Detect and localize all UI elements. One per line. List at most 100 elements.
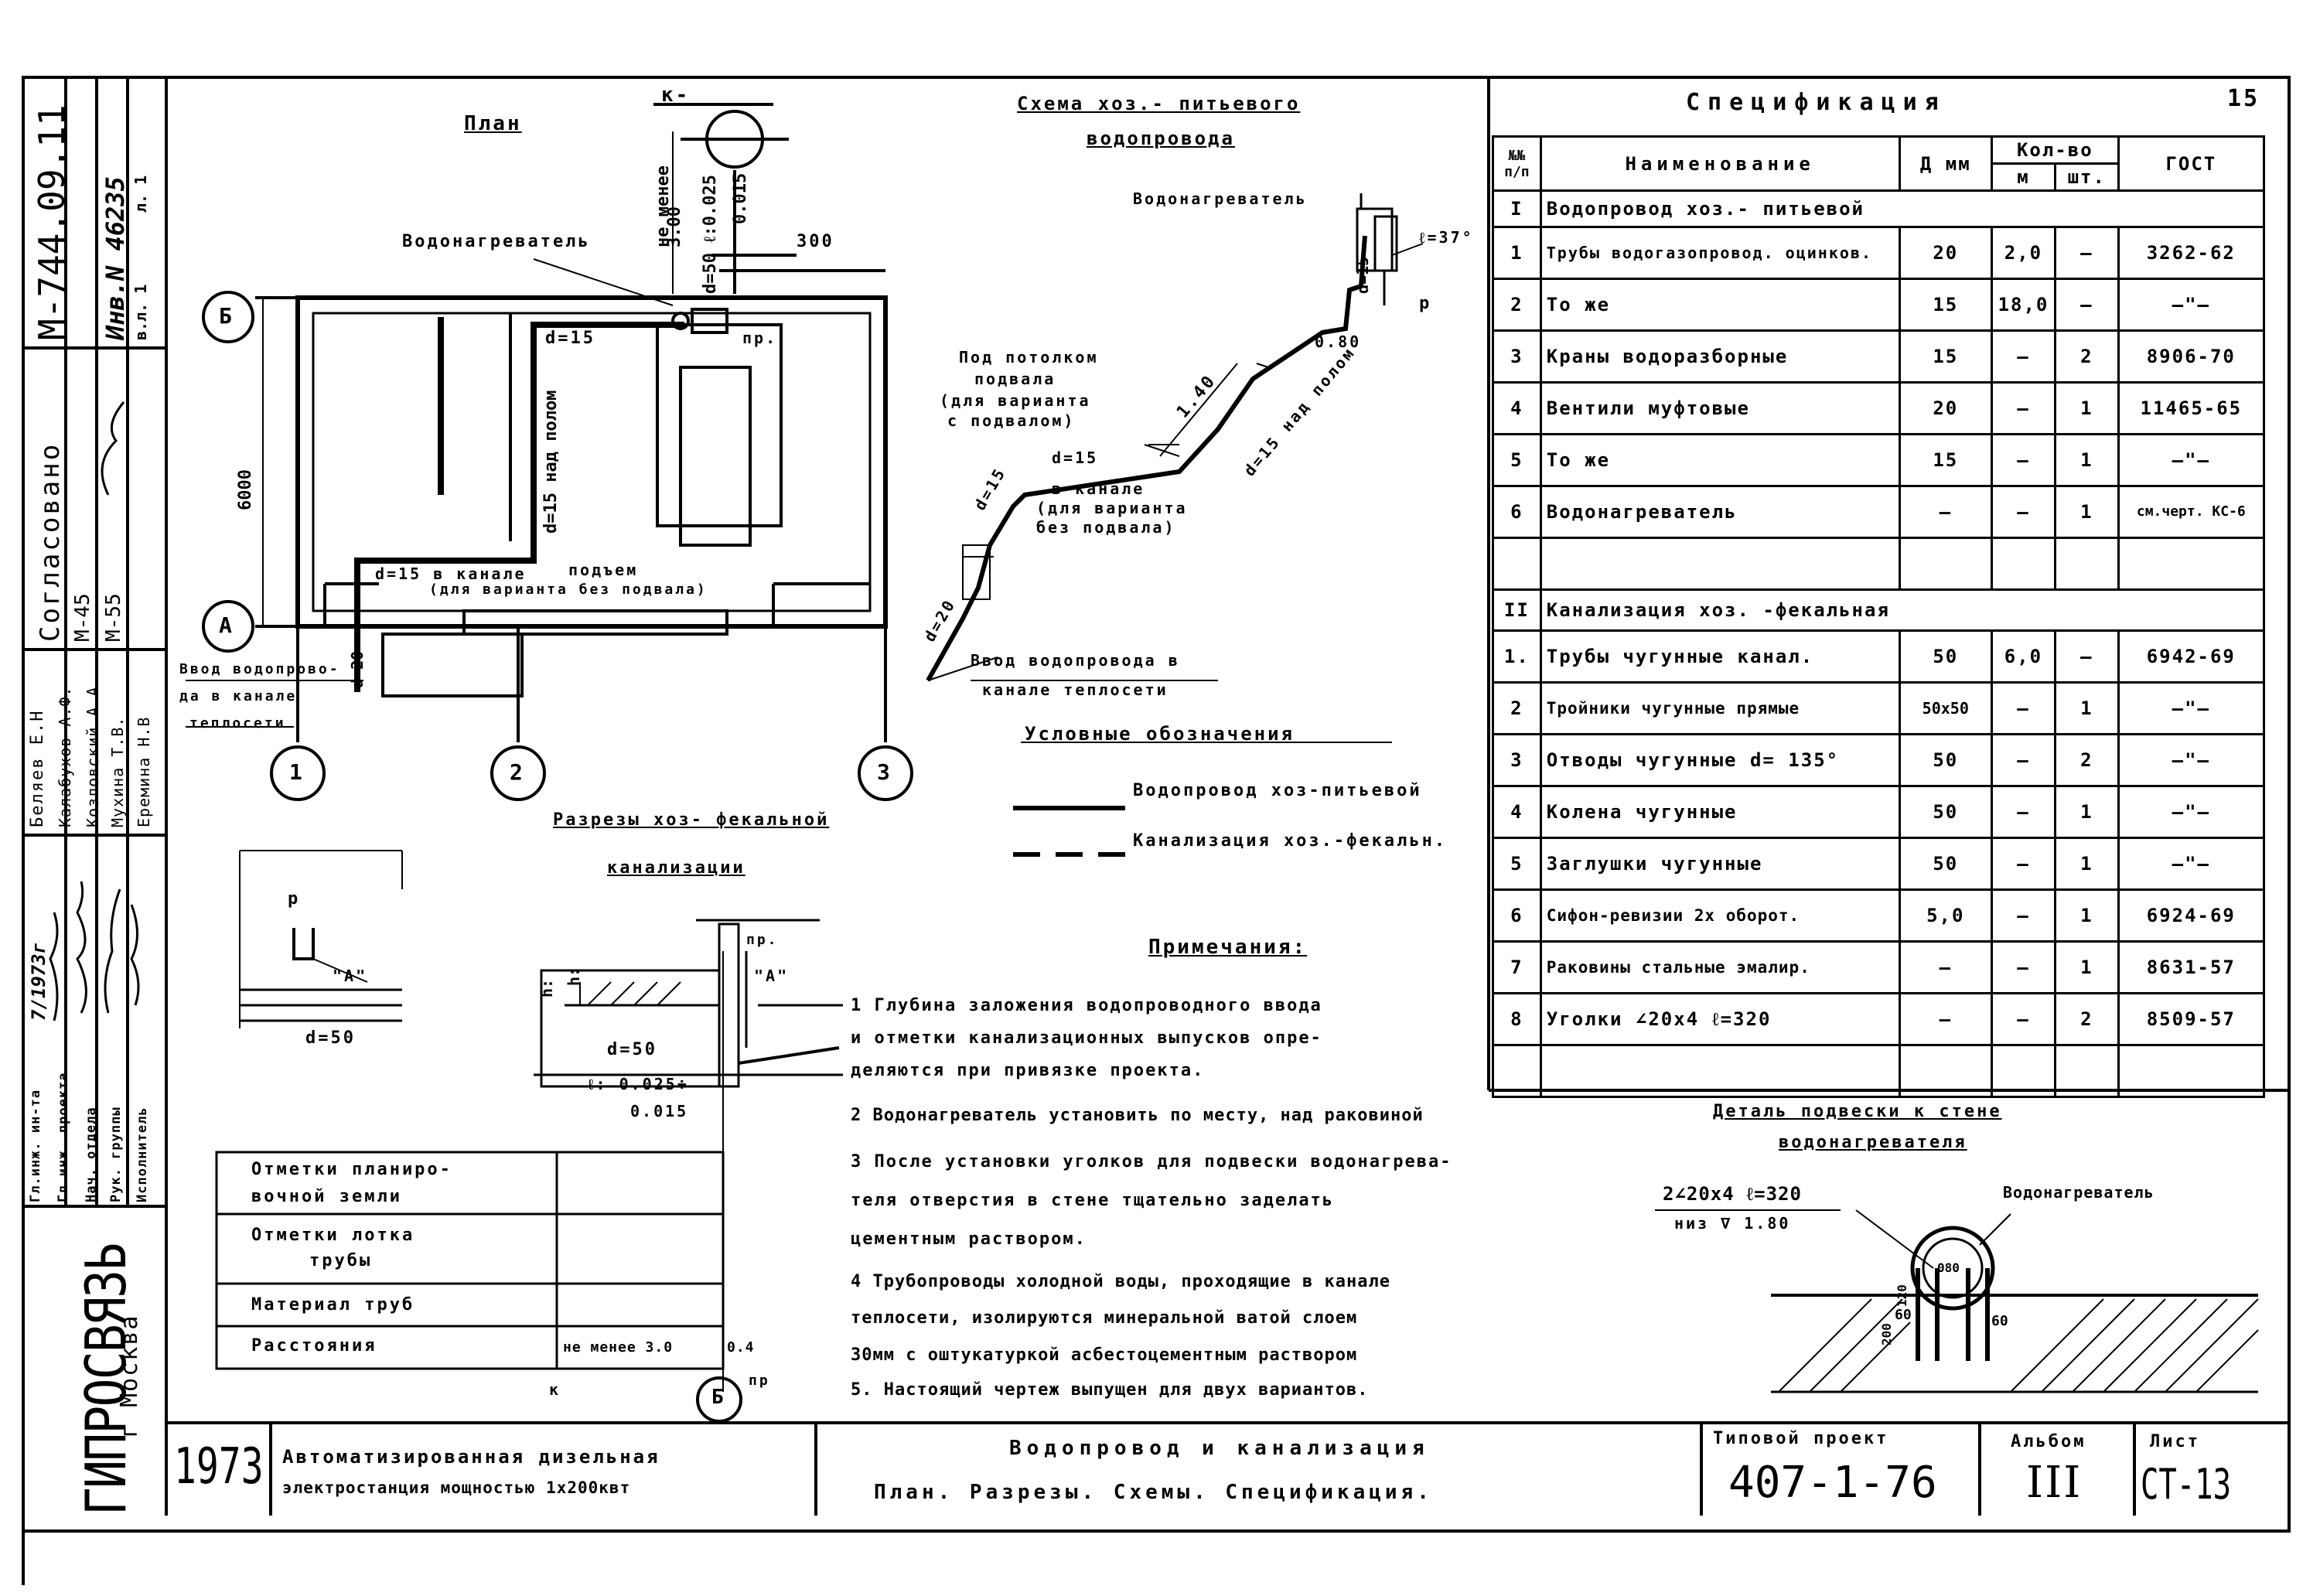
titleblock-sheet-title-1: Водопровод и канализация bbox=[1009, 1437, 1430, 1460]
spec-section-title: Канализация хоз. -фекальная bbox=[1539, 588, 2266, 632]
spec-cell-d: — bbox=[1898, 940, 1993, 994]
spec-cell-gost: см.черт. КС-6 bbox=[2117, 485, 2266, 539]
detail-d080: 080 bbox=[1937, 1260, 1960, 1275]
spec-cell-m: — bbox=[1990, 433, 2056, 487]
table-row: 5 Заглушки чугунные 50 — 1 —"— bbox=[1492, 837, 2266, 891]
spec-head-gost: ГОСТ bbox=[2117, 135, 2266, 192]
table-row: 4 Вентили муфтовые 20 — 1 11465-65 bbox=[1492, 381, 2266, 435]
spec-cell-gost: 6924-69 bbox=[2117, 888, 2266, 943]
spec-cell-gost: —"— bbox=[2117, 433, 2266, 487]
plan-heater-label: Водонагреватель bbox=[402, 232, 591, 251]
spec-cell-gost: 8509-57 bbox=[2117, 992, 2266, 1046]
spec-cell-name: Трубы водогазопровод. оцинков. bbox=[1539, 226, 1901, 280]
note-line: 2 Водонагреватель установить по месту, н… bbox=[851, 1106, 1424, 1125]
spec-empty-cell bbox=[2053, 537, 2120, 591]
sidebar-person: Еремина Н.В bbox=[135, 716, 153, 827]
sidebar-inv: Инв.N 46235 bbox=[101, 176, 130, 340]
sidebar-v: в.л. 1 bbox=[131, 284, 150, 340]
spec-cell-gost: 11465-65 bbox=[2117, 381, 2266, 435]
section-d50a: d=50 bbox=[305, 1028, 356, 1048]
sidebar-m45: М-45 bbox=[71, 593, 94, 642]
spec-title: Спецификация bbox=[1686, 89, 1946, 116]
spec-cell-pcs: 1 bbox=[2053, 433, 2120, 487]
note-line: 5. Настоящий чертеж выпущен для двух вар… bbox=[851, 1380, 1369, 1400]
axis-b: Б bbox=[219, 303, 234, 329]
spec-cell-pcs: 1 bbox=[2053, 940, 2120, 994]
spec-cell-d: 15 bbox=[1898, 278, 1993, 332]
spec-cell-name: Раковины стальные эмалир. bbox=[1539, 940, 1901, 994]
table-row: 6 Водонагреватель — — 1 см.черт. КС-6 bbox=[1492, 485, 2266, 539]
table-row: 1. Трубы чугунные канал. 50 6,0 — 6942-6… bbox=[1492, 629, 2266, 684]
spec-cell-d: 50 bbox=[1898, 629, 1993, 684]
spec-cell-name: Трубы чугунные канал. bbox=[1539, 629, 1901, 684]
spec-cell-n: 3 bbox=[1492, 733, 1542, 787]
section-dist-value: не менее 3.0 bbox=[563, 1339, 674, 1356]
spec-section-num: I bbox=[1492, 189, 1542, 228]
spec-cell-gost: —"— bbox=[2117, 837, 2266, 891]
spec-cell-n: 6 bbox=[1492, 888, 1542, 943]
spec-sheet-number: 15 bbox=[2227, 85, 2260, 112]
sidebar-role: Исполнитель bbox=[135, 1107, 150, 1202]
detail-title-2: водонагревателя bbox=[1779, 1133, 1967, 1152]
spec-cell-name: Уголки ∠20x4 ℓ=320 bbox=[1539, 992, 1901, 1046]
plan-dim-slope: d=50 ℓ:0.025 bbox=[701, 175, 720, 294]
detail-d60b: 60 bbox=[1991, 1313, 2008, 1329]
scheme-entry-1: Ввод водопровода в bbox=[971, 651, 1180, 670]
spec-cell-m: — bbox=[1990, 681, 2056, 735]
spec-empty-cell bbox=[1492, 1044, 1542, 1098]
plan-entry-2: да в канале bbox=[179, 688, 298, 704]
spec-cell-gost: —"— bbox=[2117, 278, 2266, 332]
table-row: 3 Краны водоразборные 15 — 2 8906-70 bbox=[1492, 329, 2266, 384]
spec-cell-gost: 8631-57 bbox=[2117, 940, 2266, 994]
sidebar-person: Беляев Е.Н bbox=[28, 709, 47, 827]
section-dist-small: 0.4 bbox=[727, 1339, 755, 1356]
detail-angle-label: 2∠20x4 ℓ=320 bbox=[1663, 1183, 1802, 1205]
note-line: 4 Трубопроводы холодной воды, проходящие… bbox=[851, 1272, 1391, 1291]
plan-pipe-d15: d=15 bbox=[545, 329, 595, 348]
table-row: 6 Сифон-ревизии 2x оборот. 5,0 — 1 6924-… bbox=[1492, 888, 2266, 943]
scheme-d15b: d=15 bbox=[1052, 448, 1099, 467]
spec-cell-d: — bbox=[1898, 992, 1993, 1046]
spec-empty-cell bbox=[1492, 537, 1542, 591]
spec-cell-name: Водонагреватель bbox=[1539, 485, 1901, 539]
spec-cell-d: 5,0 bbox=[1898, 888, 1993, 943]
detail-heater: Водонагреватель bbox=[2003, 1183, 2155, 1202]
table-row: 1 Трубы водогазопровод. оцинков. 20 2,0 … bbox=[1492, 226, 2266, 280]
table-row: 2 Тройники чугунные прямые 50x50 — 1 —"— bbox=[1492, 681, 2266, 735]
scheme-under-ceiling-1: Под потолком bbox=[959, 348, 1099, 367]
note-line: 3 После установки уголков для подвески в… bbox=[851, 1152, 1452, 1171]
titleblock-object-1: Автоматизированная дизельная bbox=[282, 1446, 660, 1468]
note-line: цементным раствором. bbox=[851, 1229, 1087, 1249]
section-a2: "А" bbox=[754, 967, 790, 985]
spec-cell-pcs: 1 bbox=[2053, 485, 2120, 539]
spec-table: №№ п/п Наименование Д мм Кол-во ГОСТ м ш… bbox=[1492, 135, 2266, 1098]
spec-empty-cell bbox=[2117, 1044, 2266, 1098]
spec-cell-gost: 8906-70 bbox=[2117, 329, 2266, 384]
spec-cell-pcs: — bbox=[2053, 629, 2120, 684]
plan-dim-top: 300 bbox=[797, 232, 834, 251]
section-row-label-1b: вочной земли bbox=[251, 1187, 402, 1206]
sidebar-city: г Москва bbox=[116, 1314, 143, 1439]
plan-dim-015: 0.015 bbox=[731, 172, 750, 224]
section-k: к bbox=[549, 1380, 561, 1399]
spec-cell-n: 5 bbox=[1492, 433, 1542, 487]
scheme-in-channel-1: в канале bbox=[1052, 479, 1145, 498]
note-line: теплосети, изолируются минеральной ватой… bbox=[851, 1308, 1358, 1328]
spec-empty-cell bbox=[2053, 1044, 2120, 1098]
section-d50b: d=50 bbox=[607, 1040, 657, 1059]
scheme-under-ceiling-2: подвала bbox=[974, 370, 1056, 388]
sidebar-m55: М-55 bbox=[102, 593, 125, 642]
spec-cell-pcs: 1 bbox=[2053, 888, 2120, 943]
plan-entry-3: теплосети bbox=[189, 715, 286, 732]
spec-cell-d: 50 bbox=[1898, 785, 1993, 839]
spec-cell-name: То же bbox=[1539, 433, 1901, 487]
section-a1: "А" bbox=[333, 967, 368, 985]
notes-title: Примечания: bbox=[1148, 936, 1308, 959]
spec-cell-m: 18,0 bbox=[1990, 278, 2056, 332]
spec-cell-d: 50 bbox=[1898, 837, 1993, 891]
spec-section-num: II bbox=[1492, 588, 1542, 632]
spec-cell-m: — bbox=[1990, 837, 2056, 891]
spec-cell-pcs: 1 bbox=[2053, 785, 2120, 839]
spec-cell-m: — bbox=[1990, 329, 2056, 384]
spec-cell-d: 50x50 bbox=[1898, 681, 1993, 735]
